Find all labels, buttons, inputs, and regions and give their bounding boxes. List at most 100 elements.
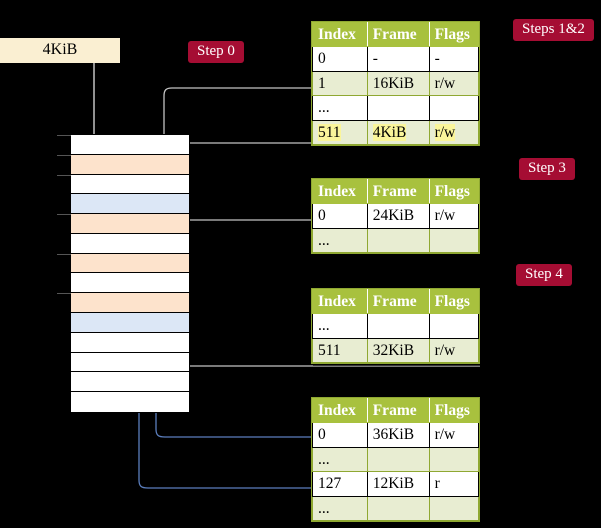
cell-frame [373,451,377,468]
table-cell-frame [366,95,430,121]
memory-frame-10[interactable] [71,332,189,353]
table-cell-index: 511 [312,119,368,145]
cell-index: ... [318,231,330,249]
frame-boundary-tick-2 [57,174,71,176]
cell-frame: 12KiB [372,475,415,493]
memory-frame-4[interactable] [71,214,189,234]
frame-boundary-tick-4 [57,214,71,216]
table-cell-flags: r [428,471,480,497]
table-cell-flags: r/w [428,203,480,229]
table-row[interactable]: 0-- [312,46,480,72]
cell-flags: r/w [434,74,456,92]
table-cell-flags [428,446,480,473]
table-cell-frame [366,495,430,521]
column-header-index: Index [312,178,368,205]
cell-frame: - [372,50,378,68]
table-cell-flags [428,227,480,254]
table-cell-flags: r/w [428,337,480,364]
table-cell-index: 0 [312,46,368,72]
cell-index: 511 [318,123,341,141]
cell-frame: 4KiB [372,123,407,141]
table-cell-frame [366,446,430,473]
memory-frame-8[interactable] [71,293,189,314]
memory-frame-1[interactable] [71,154,189,175]
memory-frame-6[interactable] [71,253,189,274]
table-cell-index: 127 [312,471,368,497]
table-row[interactable]: 1 16KiB r/w [312,70,480,97]
memory-frame-0[interactable] [71,135,189,155]
cell-index: 1 [318,74,326,92]
table-cell-index: ... [312,313,368,339]
table-row[interactable]: ... [312,446,480,473]
column-header-flags: Flags [428,178,480,205]
table-cell-flags: r/w [428,119,480,145]
cell-flags [435,99,439,116]
table-cell-frame: 4KiB [366,119,430,145]
cell-frame: 32KiB [372,341,415,359]
table-row[interactable]: ... [312,227,480,254]
column-header-flags: Flags [428,21,480,48]
table-cell-frame: 32KiB [366,337,430,364]
memory-frame-9[interactable] [71,313,189,333]
cell-index: ... [318,99,330,117]
physical-memory-column [70,134,190,413]
frame-boundary-tick-6 [57,253,71,255]
cell-flags: - [434,50,440,68]
table-cell-frame: 24KiB [366,203,430,229]
memory-frame-13[interactable] [71,392,189,412]
table-cell-flags: r/w [428,70,480,97]
column-header-flags: Flags [428,397,480,424]
table-cell-index: ... [312,495,368,521]
table-row[interactable]: ... [312,313,480,339]
table-cell-index: ... [312,95,368,121]
cell-frame [373,317,377,334]
cell-index: ... [318,450,330,468]
cell-flags [435,317,439,334]
table-cell-flags [428,495,480,521]
table-row[interactable]: ... [312,495,480,521]
column-header-frame: Frame [366,397,430,424]
memory-frame-12[interactable] [71,372,189,393]
cell-index: ... [318,317,330,335]
cell-frame [373,232,377,249]
table-row[interactable]: ... [312,95,480,121]
step-4-badge: Step 4 [516,264,572,286]
column-header-frame: Frame [366,288,430,315]
cell-flags: r/w [434,207,456,225]
memory-frame-3[interactable] [71,194,189,215]
table-row[interactable]: 511 4KiB r/w [312,119,480,145]
table-cell-index: 0 [312,422,368,448]
table-cell-flags [428,313,480,339]
column-header-index: Index [312,397,368,424]
cell-frame [373,99,377,116]
memory-frame-11[interactable] [71,352,189,373]
memory-frame-5[interactable] [71,233,189,254]
step-3-badge: Step 3 [519,158,575,180]
column-header-frame: Frame [366,178,430,205]
column-header-index: Index [312,21,368,48]
cell-frame: 36KiB [372,426,415,444]
cell-flags: r/w [434,426,456,444]
cell-flags: r/w [434,341,456,359]
cell-flags [435,232,439,249]
table-cell-frame [366,313,430,339]
steps-1-2-badge: Steps 1&2 [513,19,594,41]
memory-frame-7[interactable] [71,273,189,294]
cell-index: ... [318,499,330,517]
frame-boundary-tick-0 [57,135,71,136]
cell-frame: 16KiB [372,74,415,92]
column-header-index: Index [312,288,368,315]
memory-frame-2[interactable] [71,174,189,195]
cell-index: 0 [318,207,326,225]
